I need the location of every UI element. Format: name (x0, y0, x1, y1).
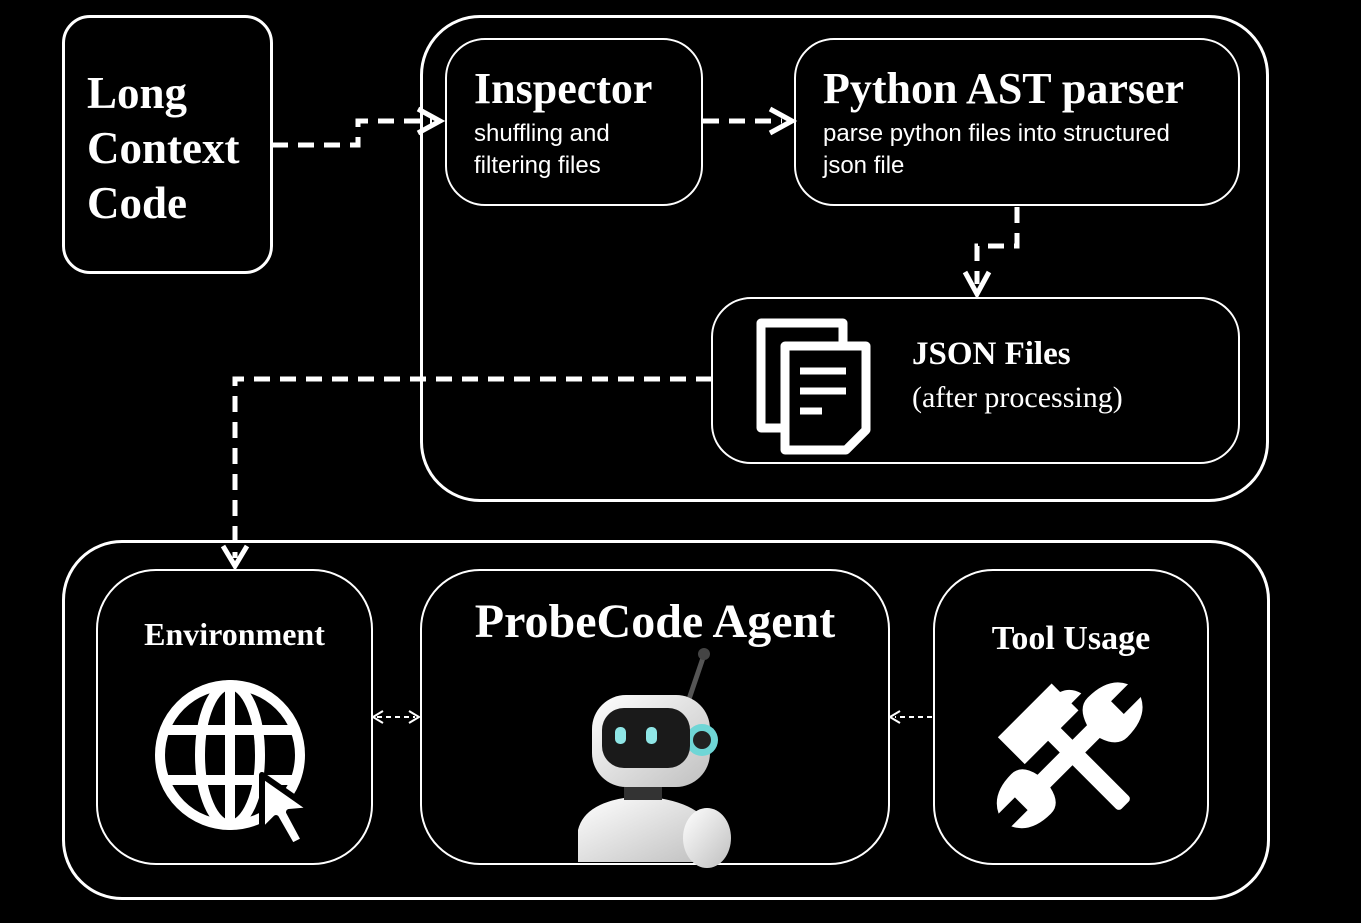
parser-description: parse python files into structured json … (823, 120, 1170, 179)
tools-box (933, 569, 1209, 865)
input-title: Long Context Code (87, 68, 240, 228)
arrow-parser-to-json (974, 207, 1020, 284)
inspector-title: Inspector (474, 64, 653, 113)
arrow-input-to-inspector (272, 118, 432, 148)
tools-title: Tool Usage (991, 620, 1151, 657)
environment-title: Environment (144, 616, 325, 652)
input-box (62, 15, 273, 274)
environment-box (96, 569, 373, 865)
json-files-box (711, 297, 1240, 464)
inspector-box (445, 38, 703, 206)
json-files-subtitle: (after processing) (912, 381, 1123, 414)
json-files-title: JSON Files (912, 336, 1071, 372)
agent-box (420, 569, 890, 865)
agent-system-container (62, 540, 1270, 900)
inspector-description: shuffling and filtering files (474, 120, 610, 179)
parser-box (794, 38, 1240, 206)
preprocessing-container (420, 15, 1269, 502)
parser-title: Python AST parser (823, 64, 1185, 113)
agent-title: ProbeCode Agent (474, 595, 836, 648)
arrow-json-to-environment (232, 376, 712, 558)
